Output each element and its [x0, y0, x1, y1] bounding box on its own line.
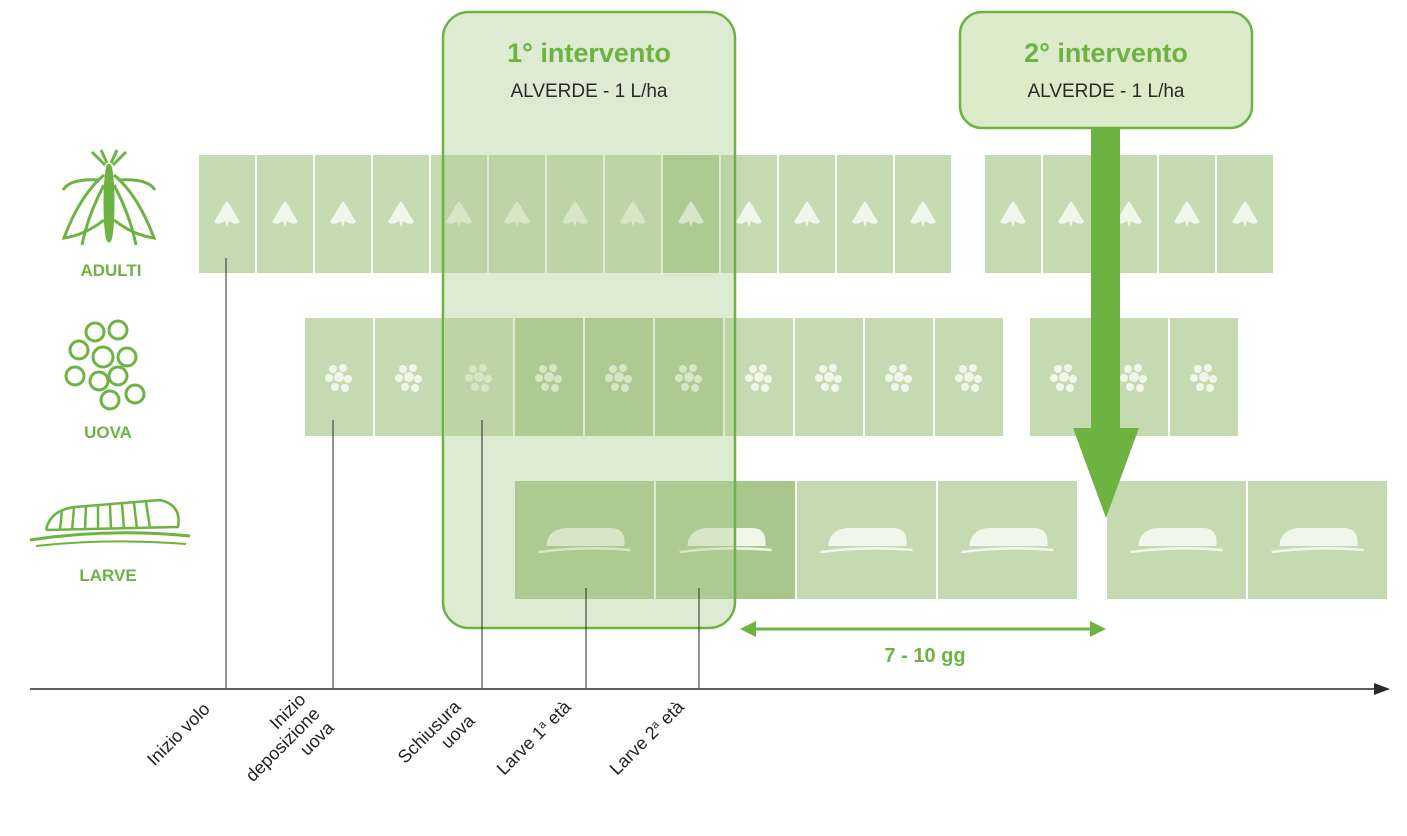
stage-label-adulti: ADULTI — [80, 261, 141, 280]
first-intervention-product: ALVERDE - 1 L/ha — [510, 81, 667, 102]
interval-arrow — [740, 621, 1106, 637]
egg-cell — [865, 318, 933, 436]
larva-cell — [797, 481, 936, 599]
caterpillar-icon — [29, 498, 191, 547]
time-axis — [30, 683, 1390, 695]
timeline-markers — [225, 258, 700, 688]
egg-cell — [935, 318, 1003, 436]
larva-cell — [1248, 481, 1387, 599]
larva-cell — [938, 481, 1077, 599]
adult-cell — [431, 155, 487, 273]
first-intervention-title: 1° intervento — [507, 38, 671, 68]
adult-cell — [257, 155, 313, 273]
egg-cell — [725, 318, 793, 436]
second-intervention-box — [958, 10, 1254, 130]
tick-label-larve-1: Larve 1a età — [493, 696, 576, 779]
tick-label-inizio-volo: Inizio volo — [143, 699, 214, 770]
adult-cell — [1159, 155, 1215, 273]
adult-cell — [489, 155, 545, 273]
egg-cell — [655, 318, 723, 436]
egg-cell — [1170, 318, 1238, 436]
adult-cell — [1217, 155, 1273, 273]
second-intervention-title: 2° intervento — [1024, 38, 1188, 68]
tick-label-larve-2: Larve 2a età — [606, 696, 689, 779]
adult-cell — [199, 155, 255, 273]
adult-cell — [605, 155, 661, 273]
adult-cell — [779, 155, 835, 273]
moth-icon — [61, 149, 157, 246]
second-intervention-product: ALVERDE - 1 L/ha — [1027, 81, 1184, 102]
svg-text:Larve 1a età: Larve 1a età — [493, 696, 576, 779]
stage-label-larve: LARVE — [79, 566, 136, 585]
egg-cell — [305, 318, 373, 436]
egg-cell — [515, 318, 583, 436]
egg-cell — [585, 318, 653, 436]
adult-cell — [315, 155, 371, 273]
egg-cell — [375, 318, 443, 436]
interval-label: 7 - 10 gg — [884, 645, 965, 667]
tick-label-inizio-deposizione: Inizio deposizione uova — [242, 689, 339, 785]
first-intervention-box — [441, 10, 737, 630]
adult-cell — [547, 155, 603, 273]
adult-cell — [985, 155, 1041, 273]
treatment-arrow — [1073, 128, 1139, 518]
adult-cell — [373, 155, 429, 273]
svg-text:Larve 2a età: Larve 2a età — [606, 696, 689, 779]
egg-cell — [445, 318, 513, 436]
eggs-icon — [64, 319, 146, 411]
adult-cell — [837, 155, 893, 273]
larva-cell — [656, 481, 795, 599]
adult-cell — [721, 155, 777, 273]
adult-cell — [663, 155, 719, 273]
egg-cell — [795, 318, 863, 436]
tick-label-schiusura: Schiusura uova — [394, 696, 480, 767]
stage-label-uova: UOVA — [84, 423, 132, 442]
adult-cell — [1043, 155, 1099, 273]
svg-text:Inizio volo: Inizio volo — [143, 699, 214, 770]
egg-cell — [1030, 318, 1098, 436]
larva-cell — [1107, 481, 1246, 599]
adult-cell — [895, 155, 951, 273]
larva-cell — [515, 481, 654, 599]
